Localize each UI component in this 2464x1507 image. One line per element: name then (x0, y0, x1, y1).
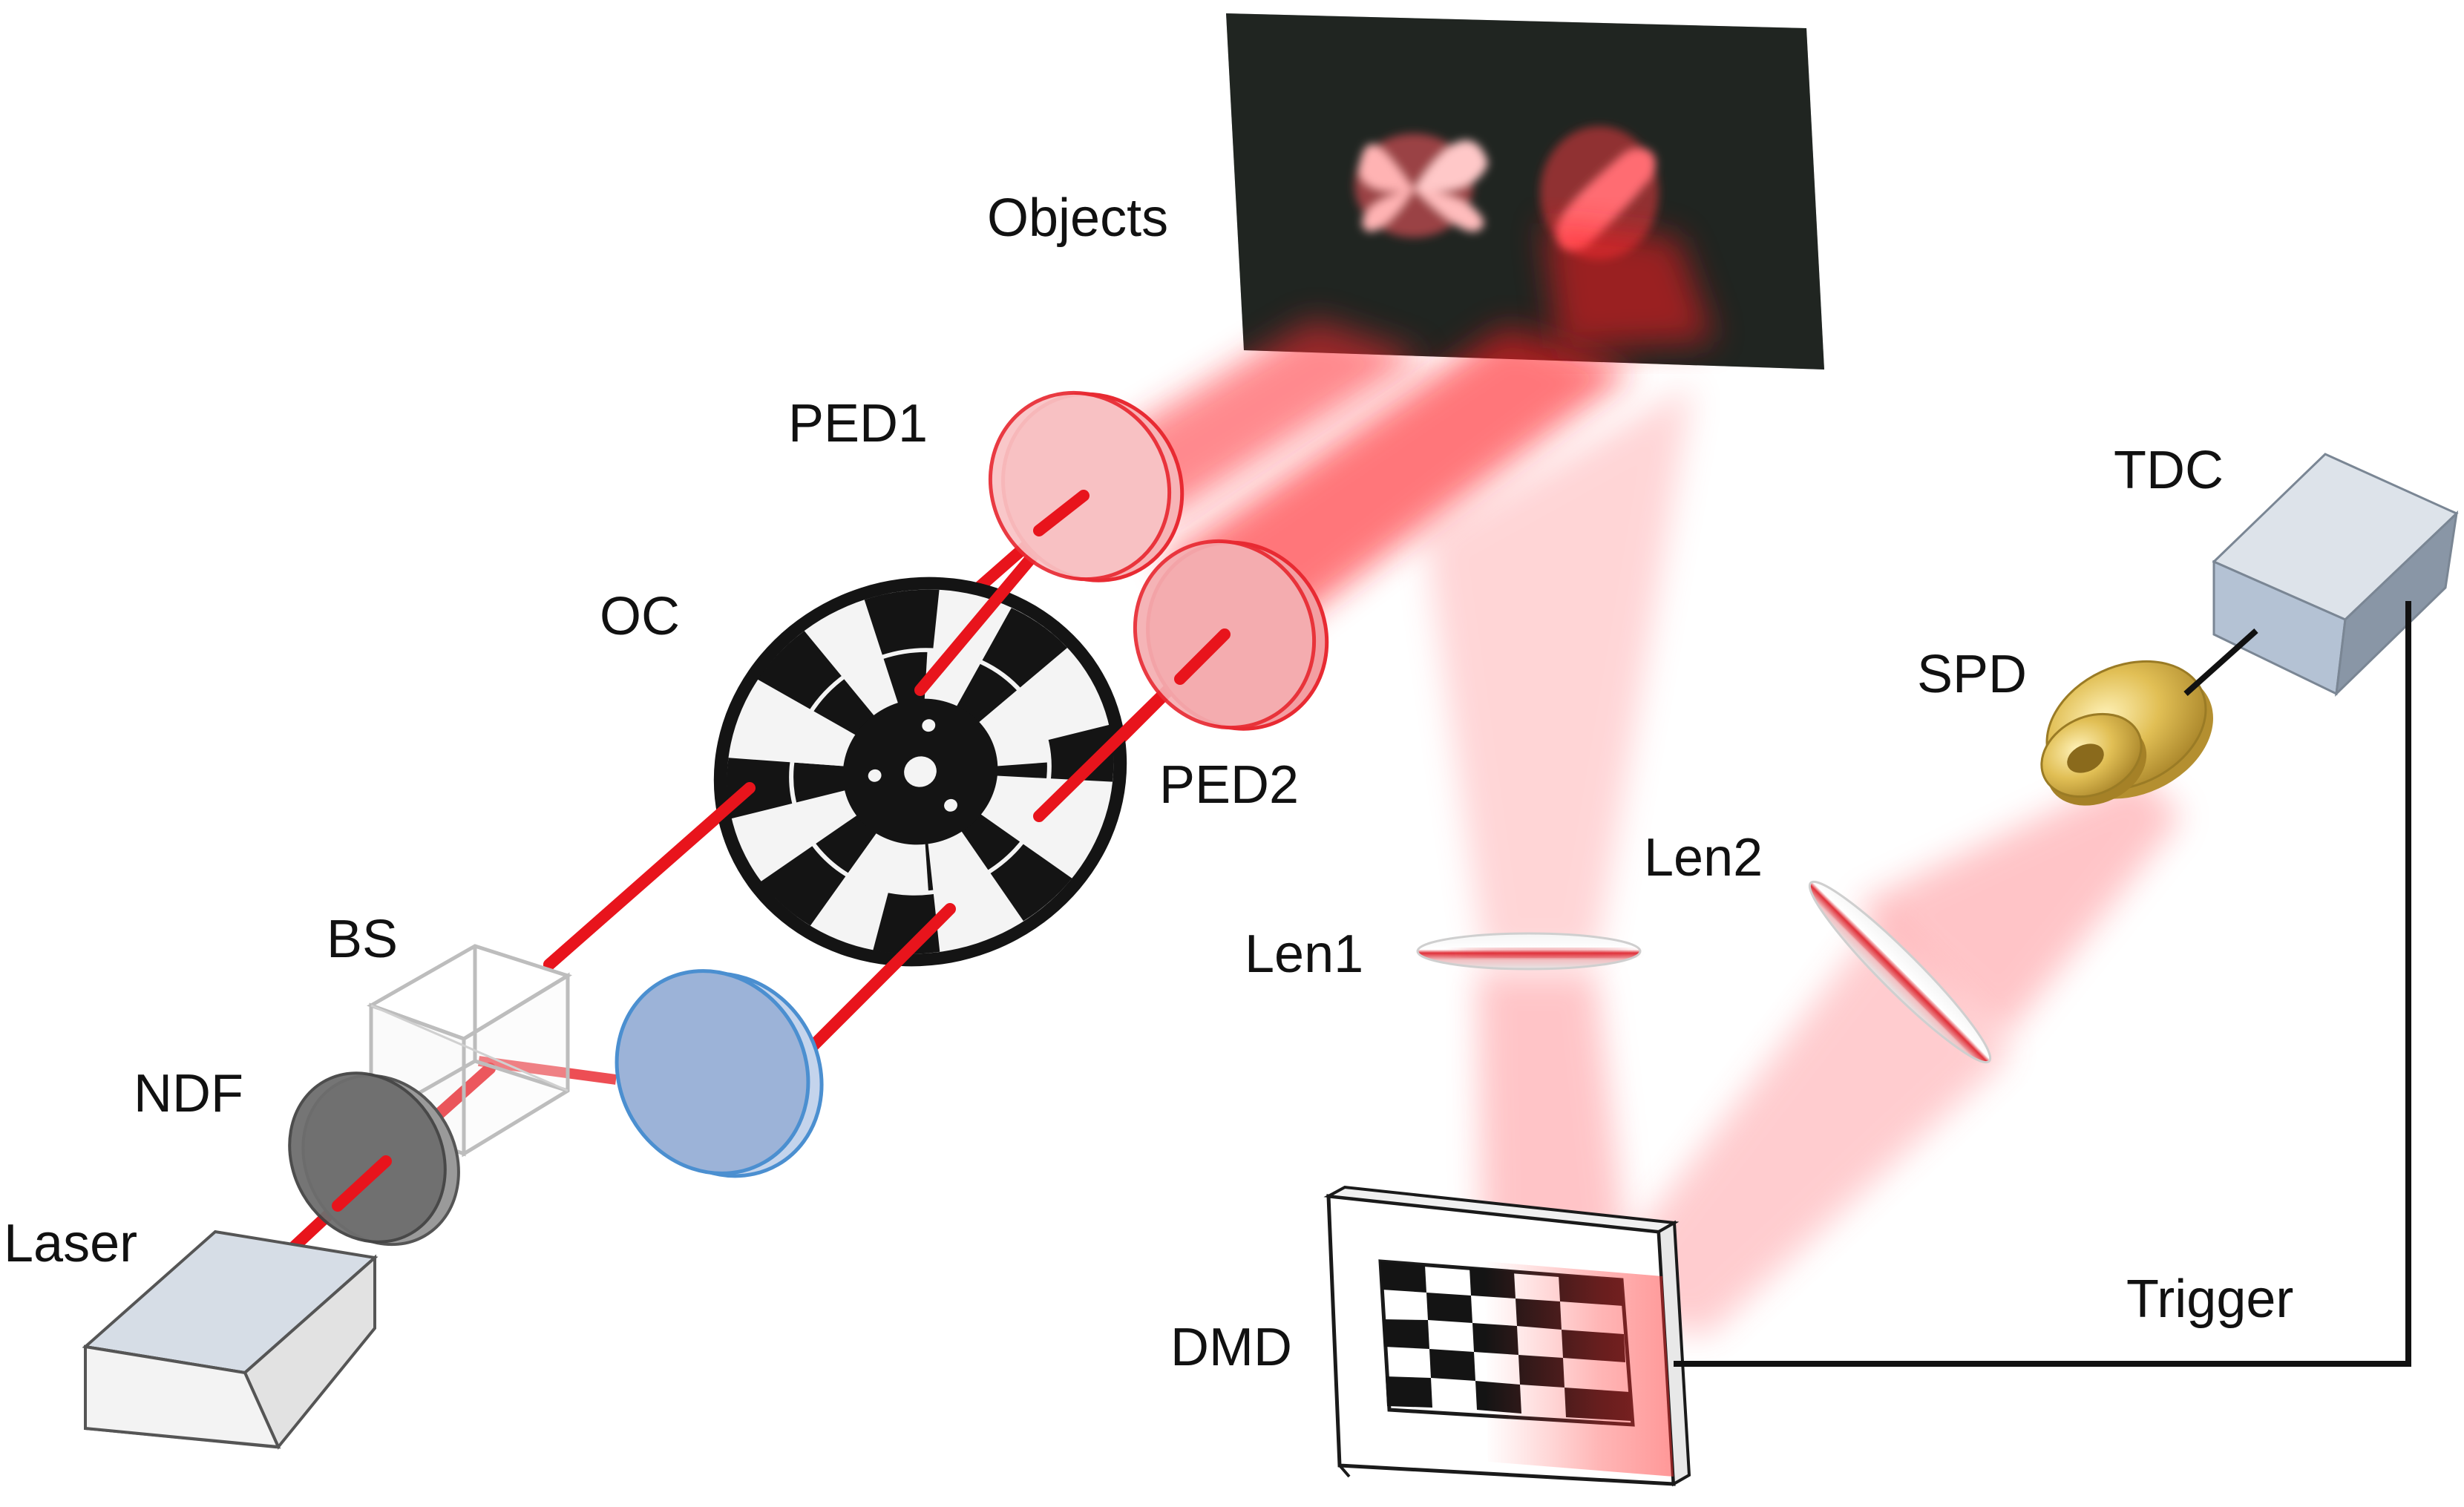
objects-panel (1226, 13, 1824, 370)
label-ndf: NDF (134, 1064, 243, 1123)
label-dmd: DMD (1170, 1318, 1292, 1377)
label-laser: Laser (4, 1214, 137, 1273)
laser-source (82, 1229, 379, 1450)
label-trigger: Trigger (2126, 1270, 2293, 1329)
labels: Objects PED1 PED2 OC BS NDF Laser TDC SP… (4, 188, 2293, 1377)
propeller-object (1354, 134, 1488, 237)
label-spd: SPD (1917, 645, 2027, 704)
mirror (615, 969, 824, 1178)
dmd-device (1323, 1185, 1691, 1487)
spd-detector (2040, 660, 2213, 806)
label-objects: Objects (987, 188, 1168, 248)
trigger-cable (1674, 601, 2411, 1367)
label-oc: OC (600, 587, 680, 646)
label-len2: Len2 (1644, 828, 1763, 887)
signal-wires (1674, 601, 2411, 1367)
label-ped1: PED1 (788, 394, 928, 453)
label-len1: Len1 (1245, 925, 1363, 984)
laser-beam-bs-mirror (478, 1056, 617, 1085)
label-ped2: PED2 (1159, 755, 1299, 815)
label-bs: BS (327, 910, 398, 969)
len2-lens (1808, 880, 1992, 1064)
optical-chopper (713, 577, 1127, 967)
len1-lens (1416, 932, 1642, 971)
tdc-box (2212, 453, 2459, 697)
label-tdc: TDC (2114, 441, 2224, 500)
spd-tdc-cable (2183, 628, 2258, 696)
